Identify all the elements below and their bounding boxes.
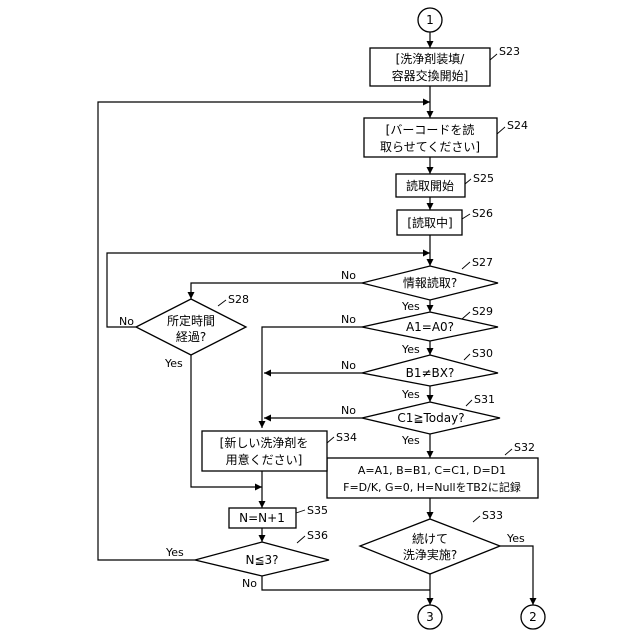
connector-label: 3 bbox=[426, 610, 434, 624]
step-id: S36 bbox=[307, 529, 328, 542]
step-id: S35 bbox=[307, 504, 328, 517]
decision-text: B1≠BX? bbox=[406, 366, 455, 380]
step-text: 取らせてください] bbox=[380, 140, 480, 154]
step-s32: A=A1, B=B1, C=C1, D=D1 F=D/K, G=0, H=Nul… bbox=[327, 441, 538, 498]
decision-s31: C1≧Today? S31 bbox=[362, 393, 500, 434]
connector-label: 2 bbox=[529, 610, 537, 624]
connector-top: 1 bbox=[418, 8, 442, 32]
branch-label-no: No bbox=[242, 577, 257, 590]
connector-3: 3 bbox=[418, 605, 442, 629]
step-id: S24 bbox=[507, 119, 528, 132]
branch-label-no: No bbox=[341, 359, 356, 372]
decision-text: 経過? bbox=[176, 330, 206, 344]
step-s35: N=N+1 S35 bbox=[229, 504, 328, 528]
branch-label-yes: Yes bbox=[506, 532, 525, 545]
connector-label: 1 bbox=[426, 13, 434, 27]
decision-text: A1=A0? bbox=[406, 320, 454, 334]
decision-s33: 続けて 洗浄実施? S33 bbox=[360, 509, 503, 574]
step-text: [洗浄剤装填/ bbox=[396, 51, 466, 66]
decision-text: C1≧Today? bbox=[397, 411, 464, 425]
step-id: S30 bbox=[472, 347, 493, 360]
step-text: [新しい洗浄剤を bbox=[220, 435, 309, 450]
step-text: F=D/K, G=0, H=NullをTB2に記録 bbox=[343, 480, 521, 494]
branch-label-no: No bbox=[119, 315, 134, 328]
branch-label-no: No bbox=[341, 313, 356, 326]
step-s26: [読取中] S26 bbox=[397, 207, 493, 235]
step-id: S29 bbox=[472, 305, 493, 318]
step-id: S28 bbox=[228, 293, 249, 306]
step-s23: [洗浄剤装填/ 容器交換開始] S23 bbox=[370, 45, 520, 86]
step-text: 用意ください] bbox=[226, 452, 303, 467]
step-text: 読取開始 bbox=[406, 178, 454, 193]
step-id: S27 bbox=[472, 256, 493, 269]
branch-label-yes: Yes bbox=[401, 388, 420, 401]
decision-text: 情報読取? bbox=[403, 275, 457, 290]
step-text: N=N+1 bbox=[239, 511, 285, 525]
step-s24: [バーコードを読 取らせてください] S24 bbox=[364, 118, 528, 157]
step-id: S32 bbox=[514, 441, 535, 454]
branch-label-no: No bbox=[341, 404, 356, 417]
step-id: S34 bbox=[336, 431, 357, 444]
step-text: [バーコードを読 bbox=[386, 122, 475, 137]
branch-label-yes: Yes bbox=[165, 546, 184, 559]
decision-text: 所定時間 bbox=[167, 313, 215, 328]
step-text: [読取中] bbox=[407, 215, 452, 230]
branch-label-no: No bbox=[341, 269, 356, 282]
branch-label-yes: Yes bbox=[164, 357, 183, 370]
step-text: 容器交換開始] bbox=[392, 68, 469, 83]
connector-2: 2 bbox=[521, 605, 545, 629]
decision-s28: 所定時間 経過? S28 bbox=[136, 293, 249, 355]
decision-text: N≦3? bbox=[245, 553, 278, 567]
decision-text: 洗浄実施? bbox=[403, 547, 457, 562]
decision-text: 続けて bbox=[412, 532, 448, 546]
step-id: S25 bbox=[473, 172, 494, 185]
step-id: S23 bbox=[499, 45, 520, 58]
step-id: S31 bbox=[474, 393, 495, 406]
branch-label-yes: Yes bbox=[401, 434, 420, 447]
branch-label-yes: Yes bbox=[401, 343, 420, 356]
step-s25: 読取開始 S25 bbox=[396, 172, 494, 197]
step-id: S26 bbox=[472, 207, 493, 220]
step-text: A=A1, B=B1, C=C1, D=D1 bbox=[358, 464, 506, 477]
branch-label-yes: Yes bbox=[401, 300, 420, 313]
step-id: S33 bbox=[482, 509, 503, 522]
